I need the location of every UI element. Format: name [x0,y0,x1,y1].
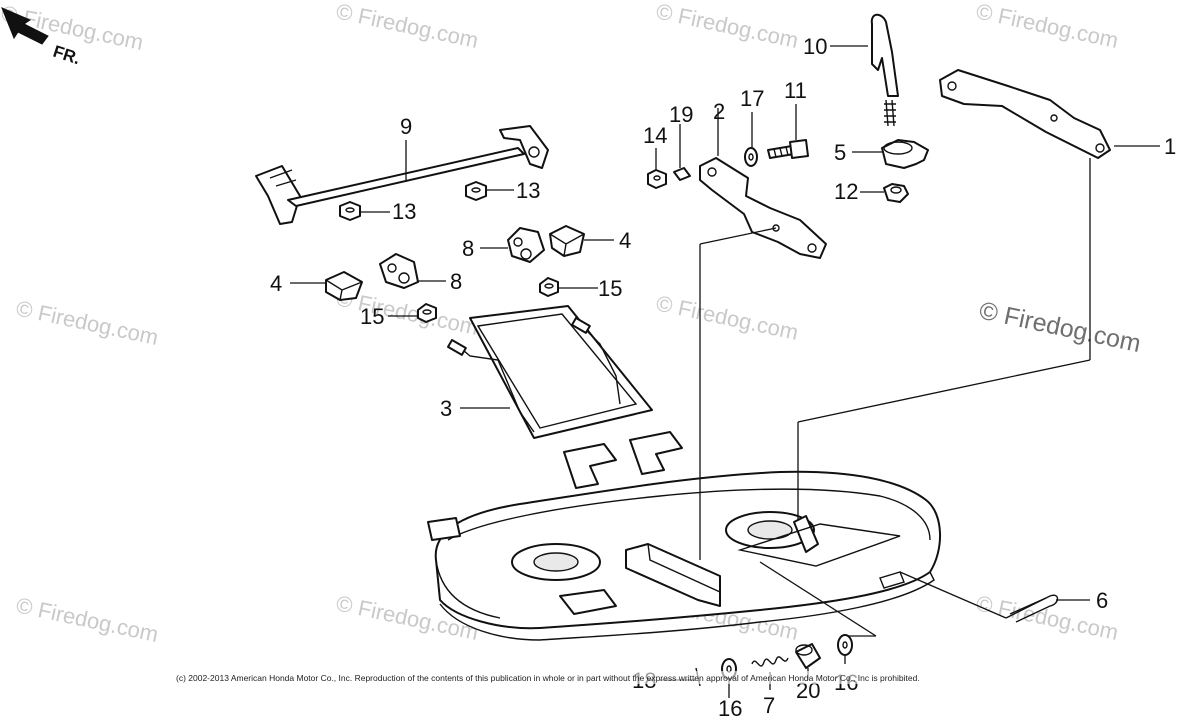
watermark: © Firedog.com [14,295,161,350]
part-7-spring [751,656,789,667]
callout-8: 8 [450,269,462,294]
callout-16: 16 [718,696,742,721]
callout-13: 13 [392,199,416,224]
watermark: © Firedog.com [974,0,1121,53]
front-label: FR. [51,42,83,69]
callout-5: 5 [834,140,846,165]
part-4-block-b [549,225,585,257]
callout-12: 12 [834,179,858,204]
part-1-arm [939,69,1111,159]
callout-19: 19 [669,102,693,127]
part-2-bracket [699,157,827,259]
part-20-collar [795,643,821,669]
part-8-block-b [507,227,545,263]
watermark: © Firedog.com [654,0,801,53]
copyright-notice: (c) 2002-2013 American Honda Motor Co., … [176,673,920,683]
part-17-washer [744,147,758,167]
callout-7: 7 [763,693,775,718]
part-16-washer-b [837,634,853,656]
part-11-bolt [767,139,809,159]
copyright-backdrop [172,671,1010,684]
callout-11: 11 [784,78,807,103]
callout-3: 3 [440,396,452,421]
part-5-clamp [881,139,929,169]
part-15-nut-b [539,277,559,297]
callout-13: 13 [516,178,540,203]
part-8-block-a [379,253,419,289]
watermark: © Firedog.com [654,290,801,345]
callout-15: 15 [598,276,622,301]
callout-8: 8 [462,236,474,261]
callout-10: 10 [803,34,827,59]
watermark: © Firedog.com [14,592,161,647]
callout-15: 15 [360,304,384,329]
callout-2: 2 [713,99,725,124]
part-14-nut [647,169,667,189]
part-4-block-a [325,271,363,301]
part-13-nut-b [465,181,487,201]
callout-1: 1 [1164,134,1176,159]
callout-14: 14 [643,123,667,148]
part-10-eyebolt [870,13,899,127]
callout-6: 6 [1096,588,1108,613]
callout-4: 4 [270,271,282,296]
watermark: © Firedog.com [334,0,481,53]
callout-17: 17 [740,86,764,111]
mower-deck [427,431,941,641]
leader-lines [290,45,1160,698]
arrow-icon [1,7,49,45]
part-19-collar [673,167,691,181]
part-12-nut [883,183,909,203]
callout-4: 4 [619,228,631,253]
callout-9: 9 [400,114,412,139]
part-6-clip [1005,594,1059,623]
part-3-plate [447,305,653,439]
part-13-nut-a [339,201,361,221]
part-15-nut-a [417,303,437,323]
watermark-main: © Firedog.com [977,296,1144,358]
callouts: 1 2 3 4 4 5 6 7 8 8 9 10 11 12 13 13 14 … [270,34,1176,721]
